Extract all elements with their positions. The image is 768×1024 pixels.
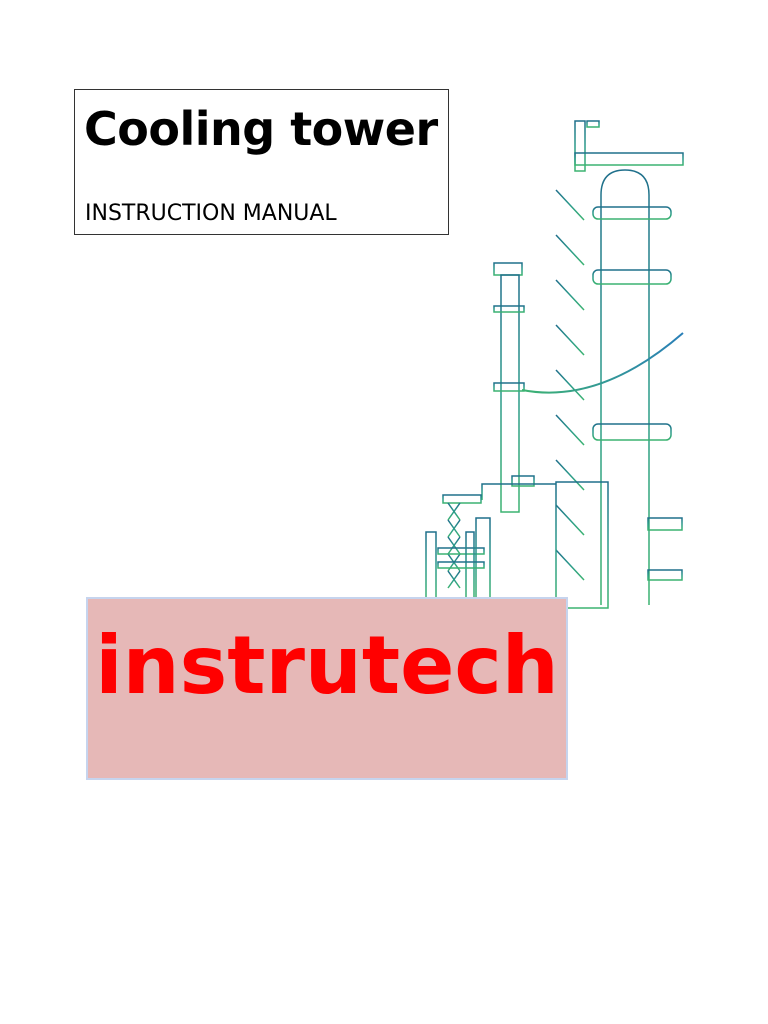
title-box: Cooling tower INSTRUCTION MANUAL	[74, 89, 449, 235]
document-subtitle: INSTRUCTION MANUAL	[85, 201, 337, 226]
brand-name: instrutech	[95, 619, 559, 712]
document-title: Cooling tower	[84, 102, 438, 156]
brand-banner: instrutech	[86, 597, 568, 780]
